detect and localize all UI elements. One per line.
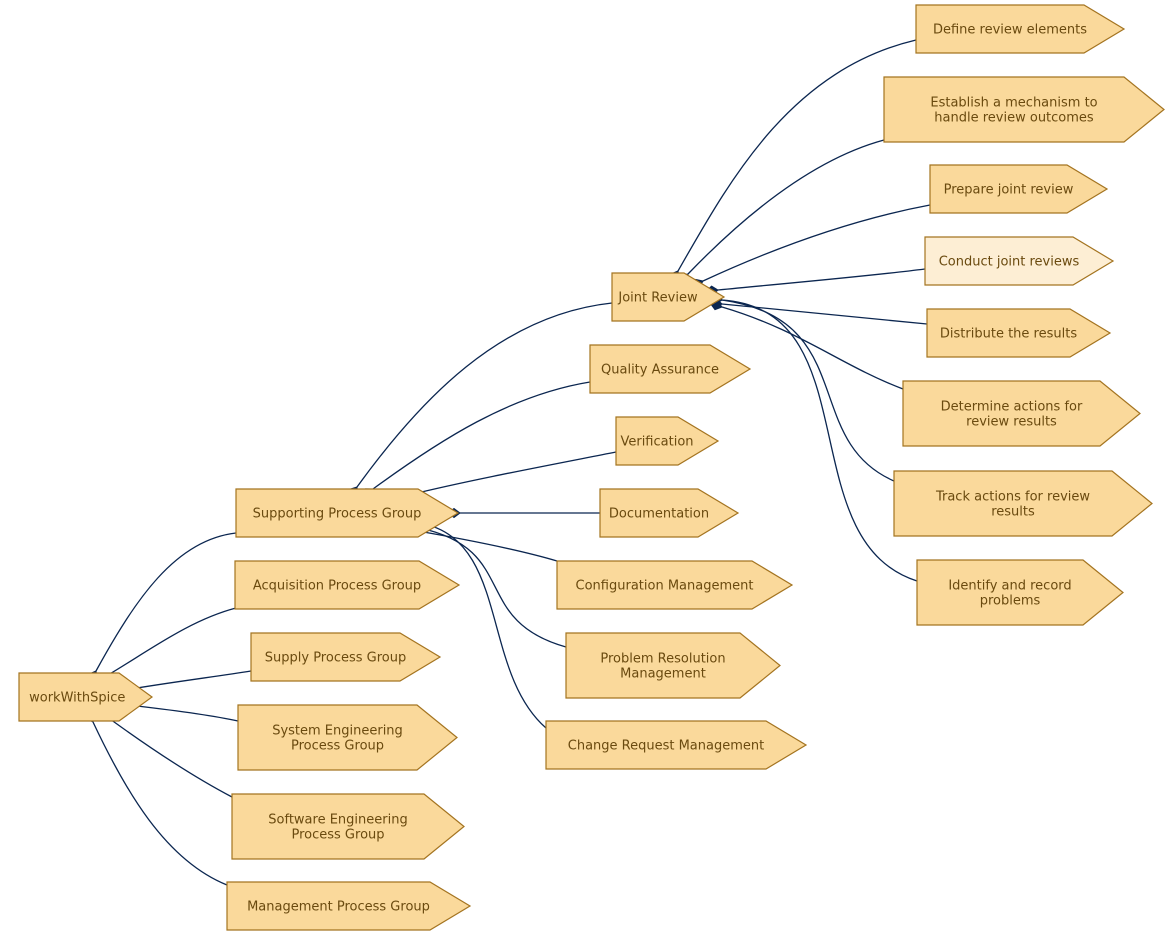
edge-line xyxy=(411,529,558,562)
edge-line xyxy=(721,306,904,390)
edge-line xyxy=(107,607,237,676)
edge-supporting-to-verif xyxy=(396,451,617,502)
edge-line xyxy=(408,451,617,496)
node-supporting[interactable]: Supporting Process Group xyxy=(235,488,460,538)
node-shape[interactable] xyxy=(237,704,458,771)
edge-supporting-to-joint xyxy=(349,302,613,498)
node-shape[interactable] xyxy=(234,560,461,610)
node-mgmt[interactable]: Management Process Group xyxy=(226,881,472,931)
node-shape[interactable] xyxy=(235,488,460,538)
node-shape[interactable] xyxy=(902,380,1141,447)
node-crm[interactable]: Change Request Management xyxy=(545,720,808,770)
edge-root-to-sweng xyxy=(99,711,233,798)
node-shape[interactable] xyxy=(883,76,1165,143)
node-shape[interactable] xyxy=(615,416,720,466)
edge-supporting-to-crm xyxy=(407,516,547,729)
nodes-layer: workWithSpice Supporting Process GroupAcq… xyxy=(18,4,1165,931)
node-shape[interactable] xyxy=(929,164,1109,214)
edge-root-to-supporting xyxy=(88,532,237,683)
node-conduct[interactable]: Conduct joint reviews xyxy=(924,236,1115,286)
node-verif[interactable]: Verification xyxy=(615,416,720,466)
node-define[interactable]: Define review elements xyxy=(915,4,1126,54)
edge-line xyxy=(721,299,918,582)
edge-joint-to-define xyxy=(670,39,917,283)
edge-root-to-supply xyxy=(124,670,252,695)
edge-line xyxy=(136,670,252,689)
node-shape[interactable] xyxy=(231,793,465,860)
node-doc[interactable]: Documentation xyxy=(599,488,740,538)
node-shape[interactable] xyxy=(926,308,1112,358)
node-joint[interactable]: Joint Review xyxy=(611,272,726,322)
edge-line xyxy=(721,299,895,482)
edge-supporting-to-doc xyxy=(447,507,600,519)
edges-layer xyxy=(85,39,931,886)
edge-line xyxy=(419,522,547,729)
edge-joint-to-prepare xyxy=(691,204,931,289)
edge-joint-to-establish xyxy=(679,139,885,284)
edge-line xyxy=(95,532,237,672)
node-qa[interactable]: Quality Assurance xyxy=(589,344,752,394)
edge-line xyxy=(677,39,917,272)
edge-line xyxy=(356,302,613,488)
node-shape[interactable] xyxy=(250,632,442,682)
edge-line xyxy=(109,718,233,798)
edge-root-to-acquisition xyxy=(96,607,237,683)
node-shape[interactable] xyxy=(565,632,781,699)
edge-joint-to-track xyxy=(709,294,895,482)
edge-joint-to-identify xyxy=(709,294,918,582)
edge-supporting-to-qa xyxy=(362,381,591,497)
node-shape[interactable] xyxy=(916,559,1124,626)
node-prepare[interactable]: Prepare joint review xyxy=(929,164,1109,214)
node-shape[interactable] xyxy=(893,470,1153,537)
edge-line xyxy=(136,705,239,722)
node-cm[interactable]: Configuration Management xyxy=(556,560,794,610)
edge-line xyxy=(419,527,567,648)
node-shape[interactable] xyxy=(589,344,752,394)
node-root[interactable]: workWithSpice xyxy=(18,672,154,722)
node-distribute[interactable]: Distribute the results xyxy=(926,308,1112,358)
node-shape[interactable] xyxy=(611,272,726,322)
node-shape[interactable] xyxy=(556,560,794,610)
edge-joint-to-conduct xyxy=(705,268,926,296)
edge-line xyxy=(687,139,885,275)
node-supply[interactable]: Supply Process Group xyxy=(250,632,442,682)
node-acquisition[interactable]: Acquisition Process Group xyxy=(234,560,461,610)
node-shape[interactable] xyxy=(924,236,1115,286)
edge-line xyxy=(702,204,931,282)
node-shape[interactable] xyxy=(915,4,1126,54)
node-shape[interactable] xyxy=(18,672,154,722)
node-shape[interactable] xyxy=(226,881,472,931)
edge-line xyxy=(717,268,926,291)
edge-line xyxy=(92,721,228,886)
node-shape[interactable] xyxy=(545,720,808,770)
edge-line xyxy=(372,381,591,490)
edge-root-to-mgmt xyxy=(85,710,228,886)
node-shape[interactable] xyxy=(599,488,740,538)
